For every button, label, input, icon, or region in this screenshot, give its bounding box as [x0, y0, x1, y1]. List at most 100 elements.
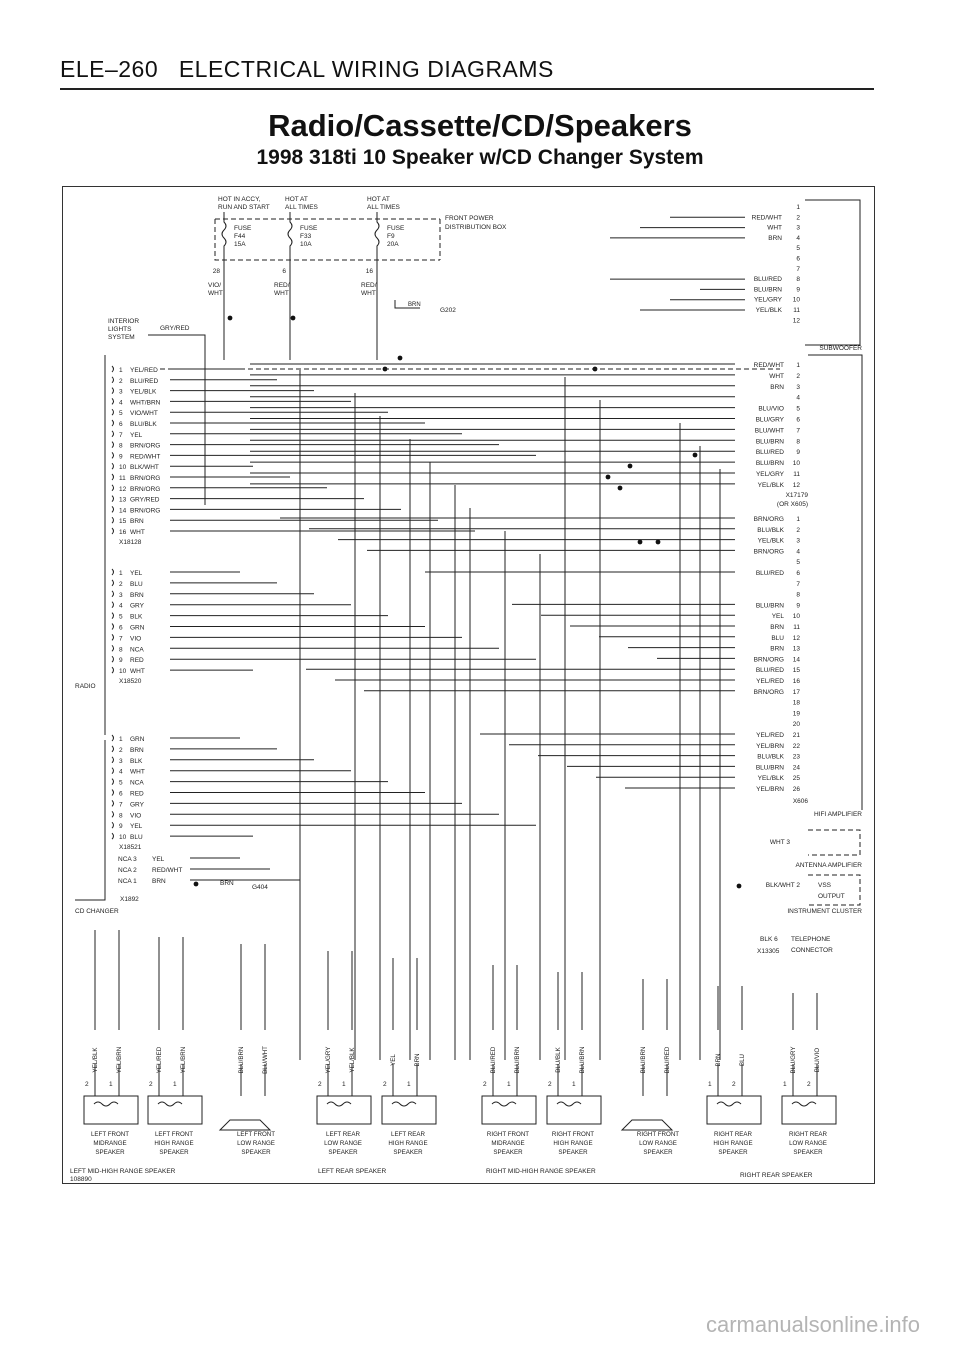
amp-pin: 1 — [796, 516, 800, 523]
speaker-pin: 1 — [507, 1081, 511, 1088]
speaker-label: HIGH RANGE — [553, 1140, 592, 1147]
fuse-label: HOT IN ACCY, — [218, 196, 261, 203]
radio-pin: 13 — [119, 497, 127, 504]
fuse-symbol — [374, 212, 380, 270]
interior-lights-wire: GRY/RED — [160, 325, 190, 332]
radio-wire: BLK/WHT — [130, 464, 159, 471]
radio-pin: 2 — [119, 747, 123, 754]
speaker-symbol — [218, 1119, 272, 1131]
connector-pin — [111, 612, 114, 619]
speaker-label: HIGH RANGE — [154, 1140, 193, 1147]
subwoofer-pin: 12 — [793, 317, 801, 324]
speaker-cone — [491, 1101, 517, 1107]
speaker-wire: BLU/BRN — [640, 1047, 647, 1074]
subwoofer-label: SUBWOOFER — [819, 345, 862, 352]
group-label: LEFT MID-HIGH RANGE SPEAKER — [70, 1168, 176, 1175]
connector-pin — [111, 495, 114, 502]
connector-pin — [111, 832, 114, 840]
speaker-label: SPEAKER — [95, 1149, 125, 1156]
speaker-pin: 2 — [732, 1081, 736, 1088]
radio-wire: BLK — [130, 614, 143, 621]
subwoofer-pin: 2 — [796, 214, 800, 221]
speaker-wire: YEL/BLK — [349, 1047, 356, 1073]
amp-wire: BLU/RED — [756, 449, 784, 456]
ground-label: G202 — [440, 307, 456, 314]
speaker-cone — [716, 1101, 742, 1107]
radio-pin: 8 — [119, 812, 123, 819]
connector-pin — [111, 778, 114, 785]
amp-wire: BLU/RED — [756, 667, 784, 674]
radio-pin: 6 — [119, 421, 123, 428]
amp-connector-id: X17179 — [786, 492, 809, 499]
amp-wire: YEL/BLK — [758, 538, 785, 545]
radio-pin: 6 — [119, 625, 123, 632]
radio-wire: BLU/RED — [130, 378, 158, 385]
radio-wire: WHT — [130, 668, 145, 675]
radio-wire: RED — [130, 657, 144, 664]
radio-pin: 8 — [119, 443, 123, 450]
speaker-pin: 1 — [572, 1081, 576, 1088]
splice-dot — [605, 474, 611, 480]
speaker-wire: YEL/BRN — [180, 1047, 187, 1073]
radio-wire: WHT — [130, 769, 145, 776]
fuse-amp: 10A — [300, 241, 312, 248]
amp-wire: YEL/BRN — [756, 786, 784, 793]
radio-connector-id: X18521 — [119, 844, 142, 851]
amp-wire: YEL/BLK — [758, 482, 785, 489]
amp-pin: 24 — [793, 764, 801, 771]
radio-pin: 6 — [119, 791, 123, 798]
radio-wire: BRN — [130, 592, 144, 599]
cd-wire: BRN — [152, 878, 166, 885]
amp-pin: 8 — [796, 438, 800, 445]
speaker-symbol — [316, 1095, 372, 1125]
page-header: ELE–260 ELECTRICAL WIRING DIAGRAMS — [60, 56, 554, 83]
fuse-symbol — [221, 212, 227, 270]
amp-wire: BRN — [770, 384, 784, 391]
speaker-pin: 2 — [383, 1081, 387, 1088]
speaker-pin: 1 — [109, 1081, 113, 1088]
speaker-cone — [326, 1101, 352, 1107]
amp-pin: 12 — [793, 635, 801, 642]
radio-wire: WHT/BRN — [130, 399, 161, 406]
amp-pin: 7 — [796, 427, 800, 434]
radio-pin: 3 — [119, 389, 123, 396]
radio-pin: 7 — [119, 801, 123, 808]
subwoofer-wire: YEL/BLK — [756, 307, 783, 314]
radio-pin: 3 — [119, 592, 123, 599]
amp-wire: WHT — [769, 373, 784, 380]
radio-pin: 2 — [119, 378, 123, 385]
speaker-label: RIGHT FRONT — [552, 1131, 594, 1138]
telephone-wire: BLK 6 — [760, 936, 778, 943]
amp-pin: 13 — [793, 646, 801, 653]
subwoofer-wire: WHT — [767, 225, 782, 232]
speaker-label: SPEAKER — [718, 1149, 748, 1156]
amp-wire: BLU — [771, 635, 784, 642]
speaker-symbol — [546, 1095, 602, 1125]
speaker-label: LEFT REAR — [391, 1131, 425, 1138]
fuse-wire: RED/ — [361, 282, 377, 289]
radio-pin: 10 — [119, 834, 127, 841]
cd-ground: G404 — [252, 884, 268, 891]
subwoofer-pin: 3 — [796, 225, 800, 232]
connector-pin — [111, 441, 114, 448]
radio-wire: YEL/RED — [130, 367, 158, 374]
speaker-wire: YEL — [390, 1054, 397, 1066]
amp-wire: BLU/BRN — [756, 602, 784, 609]
group-label: RIGHT MID-HIGH RANGE SPEAKER — [486, 1168, 596, 1175]
subwoofer-pin: 1 — [796, 204, 800, 211]
connector-pin — [111, 756, 114, 764]
speaker-wire: BLU/RED — [664, 1046, 671, 1073]
radio-wire: VIO — [130, 635, 141, 642]
connector-pin — [111, 484, 114, 492]
splice-dot — [397, 355, 403, 361]
speaker-symbol — [147, 1095, 203, 1125]
amp-pin: 22 — [793, 743, 801, 750]
connector-pin — [111, 376, 114, 384]
radio-wire: BRN — [130, 747, 144, 754]
speaker-label: LEFT FRONT — [237, 1131, 275, 1138]
fuse-pin: 6 — [282, 268, 286, 275]
connector-pin — [111, 789, 114, 796]
subwoofer-pin: 10 — [793, 297, 801, 304]
fuse-pin: 16 — [366, 268, 374, 275]
connector-pin — [111, 430, 114, 438]
